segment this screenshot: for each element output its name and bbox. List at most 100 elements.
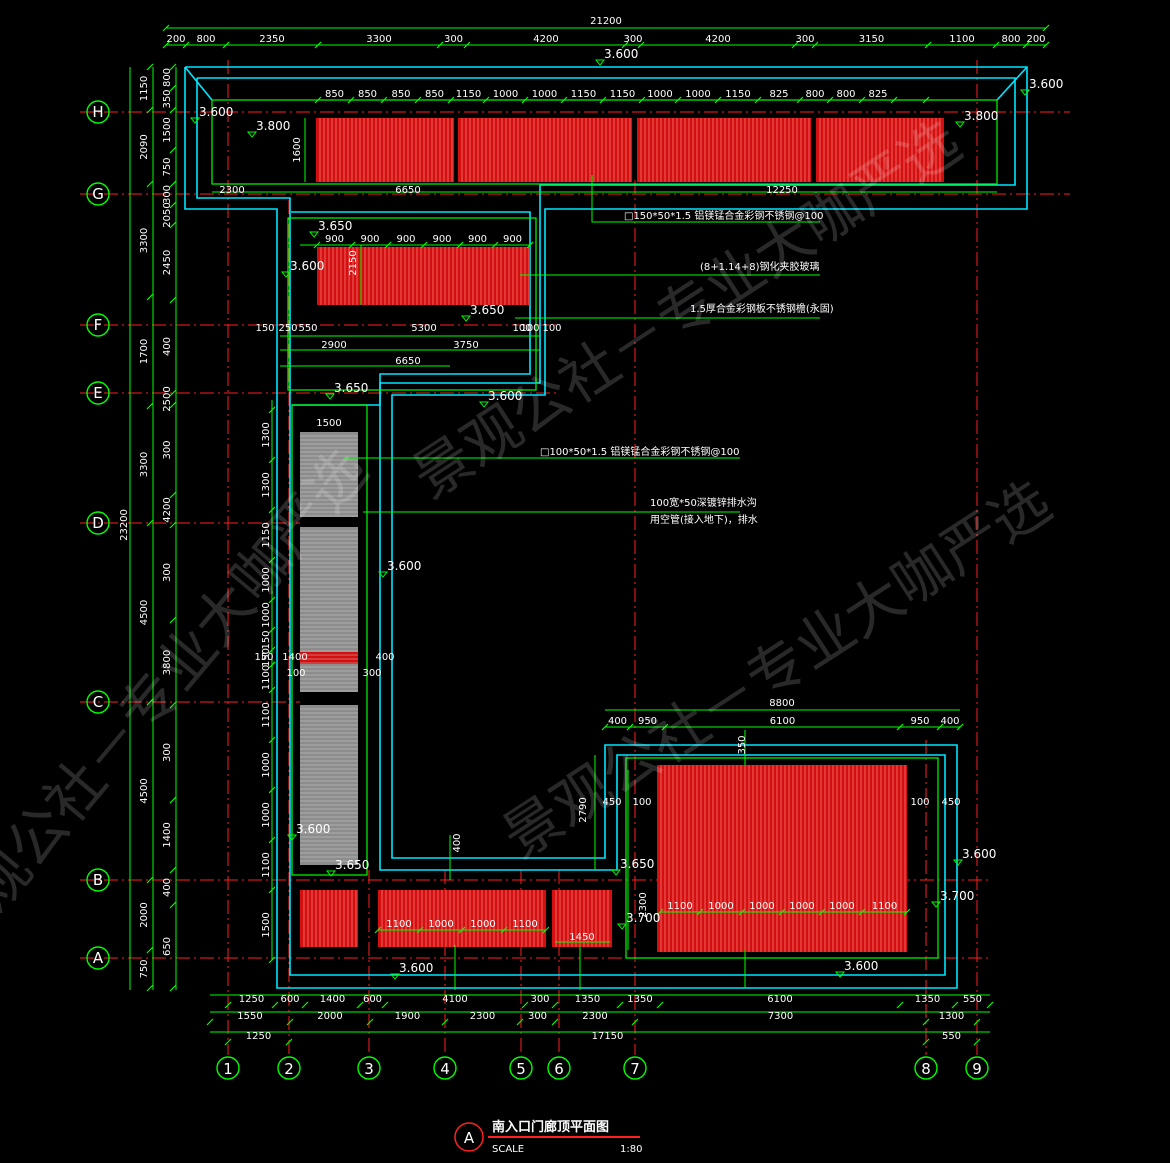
dimension-lines [129,27,1046,1033]
dim-tick [169,401,177,409]
elevation-marker [246,131,258,138]
top-dim-row1: 2350 [259,34,284,45]
pavilion-slat-dim: 1000 [708,901,733,912]
elevation-marker [286,834,298,841]
dim-tick [560,96,568,104]
elevation-marker [1019,89,1031,96]
elevation-label: 3.600 [844,959,878,973]
dim-tick [818,908,826,916]
left-overall-dim: 23200 [119,509,130,541]
left-dim-inner: 750 [162,157,173,176]
dim-tick [146,519,154,527]
dim-tick [458,926,466,934]
top-dim-row1: 3150 [859,34,884,45]
upper-slat-dim: 900 [396,234,415,245]
bottom-dim-row2: 2000 [317,1011,342,1022]
title-letter: A [464,1129,475,1147]
annotation-note: 用空管(接入地下)，排水 [650,513,758,526]
corridor-column-dim: 1100 [261,852,272,877]
dim-tick [858,96,866,104]
annotation-note: □150*50*1.5 铝镁锰合金彩钢不锈钢@100 [624,209,823,222]
axis-label-col-6: 6 [554,1060,564,1078]
top-dim-row2: 1150 [725,89,750,100]
dim-tick [714,96,722,104]
dim-tick [696,908,704,916]
top-dim-row2: 850 [358,89,377,100]
dim-tick [268,661,276,669]
dim-tick [146,946,154,954]
left-dim-inner: 4200 [162,497,173,522]
dim-tick [224,1038,232,1046]
dim-tick [491,241,499,249]
ring-dim: 400 [452,833,463,852]
axis-label-row-C: C [93,693,103,711]
dim-tick [268,836,276,844]
dim-tick [778,908,786,916]
elevation-label: 3.650 [334,381,368,395]
corridor-mid-dim: 150 [254,652,273,663]
left-dim-outer: 2000 [139,902,150,927]
dim-tick [482,96,490,104]
corridor-column-dim: 150 [261,648,272,667]
dim-tick [791,41,799,49]
pavilion-side-dim: 350 [737,735,748,754]
left-dim-inner: 2050 [162,202,173,227]
dim-tick [456,241,464,249]
axis-label-row-E: E [93,384,102,402]
dim-tick [661,723,669,731]
south-slat-dim: 1100 [512,919,537,930]
axis-label-col-1: 1 [223,1060,233,1078]
dim-tick [169,866,177,874]
dim-tick [222,41,230,49]
dim-tick [146,180,154,188]
dim-tick [146,106,154,114]
elevation-label: 3.600 [387,559,421,573]
elevation-label: 3.650 [335,858,369,872]
dim-tick [169,146,177,154]
top-dim-row1: 300 [444,34,463,45]
pavilion-dim: 400 [608,716,627,727]
bottom-dim-row1: 4100 [442,994,467,1005]
elevation-label: 3.600 [290,259,324,273]
elevation-marker [594,59,606,66]
top-dim-row2: 850 [391,89,410,100]
dim-tick [381,1001,389,1009]
corridor-width-dim: 1500 [316,418,341,429]
upper-dim-a: 150 [255,323,274,334]
dim-tick [551,1001,559,1009]
dim-tick [890,96,898,104]
slat-lines [300,118,941,952]
dim-tick [206,1018,214,1026]
corridor-column-dim: 150 [261,630,272,649]
top-dim-row1: 200 [1026,34,1045,45]
dim-tick [986,1001,994,1009]
dim-tick [542,926,550,934]
dim-tick [313,241,321,249]
top-dim-row2: 1000 [532,89,557,100]
bottom-dim-row1: 1350 [915,994,940,1005]
upper-dim-c: 6650 [395,356,420,367]
top-dim-row1: 800 [196,34,215,45]
dim-tick [420,241,428,249]
pavilion-overall-dim: 8800 [769,698,794,709]
dim-tick [674,96,682,104]
bottom-dim-row2: 2300 [582,1011,607,1022]
axis-label-row-B: B [93,871,103,889]
south-slat-dim: 1000 [428,919,453,930]
left-dim-inner: 800 [162,68,173,87]
elevation-marker [324,393,336,400]
dim-tick [146,698,154,706]
axis-label-row-D: D [92,514,104,532]
pavilion-slat-dim: 1000 [789,901,814,912]
dim-tick [896,1001,904,1009]
top-dim-row1: 300 [623,34,642,45]
top-dim-row1: 4200 [705,34,730,45]
axis-label-col-7: 7 [630,1060,640,1078]
bottom-dim-row1: 6100 [767,994,792,1005]
dim-tick [521,96,529,104]
dim-tick [162,41,170,49]
dim-tick [631,1018,639,1026]
roof-panel-south-1 [300,890,358,947]
top-dim-row1: 4200 [533,34,558,45]
top-dim-row3: 2300 [219,185,244,196]
